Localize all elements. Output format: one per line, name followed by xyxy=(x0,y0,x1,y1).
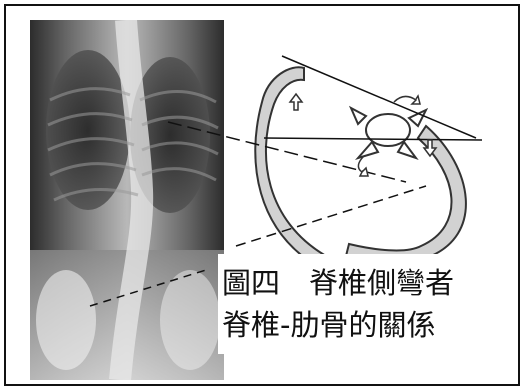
figure-frame: 圖四 脊椎側彎者 脊椎-肋骨的關係 xyxy=(4,4,520,386)
figure-caption: 圖四 脊椎側彎者 脊椎-肋骨的關係 xyxy=(218,254,514,354)
vertebra-shape xyxy=(351,108,426,158)
caption-line-2: 脊椎-肋骨的關係 xyxy=(222,304,514,346)
arrow-icons xyxy=(290,94,436,176)
caption-line-1: 圖四 脊椎側彎者 xyxy=(222,262,514,304)
blank-label-box xyxy=(428,66,500,112)
